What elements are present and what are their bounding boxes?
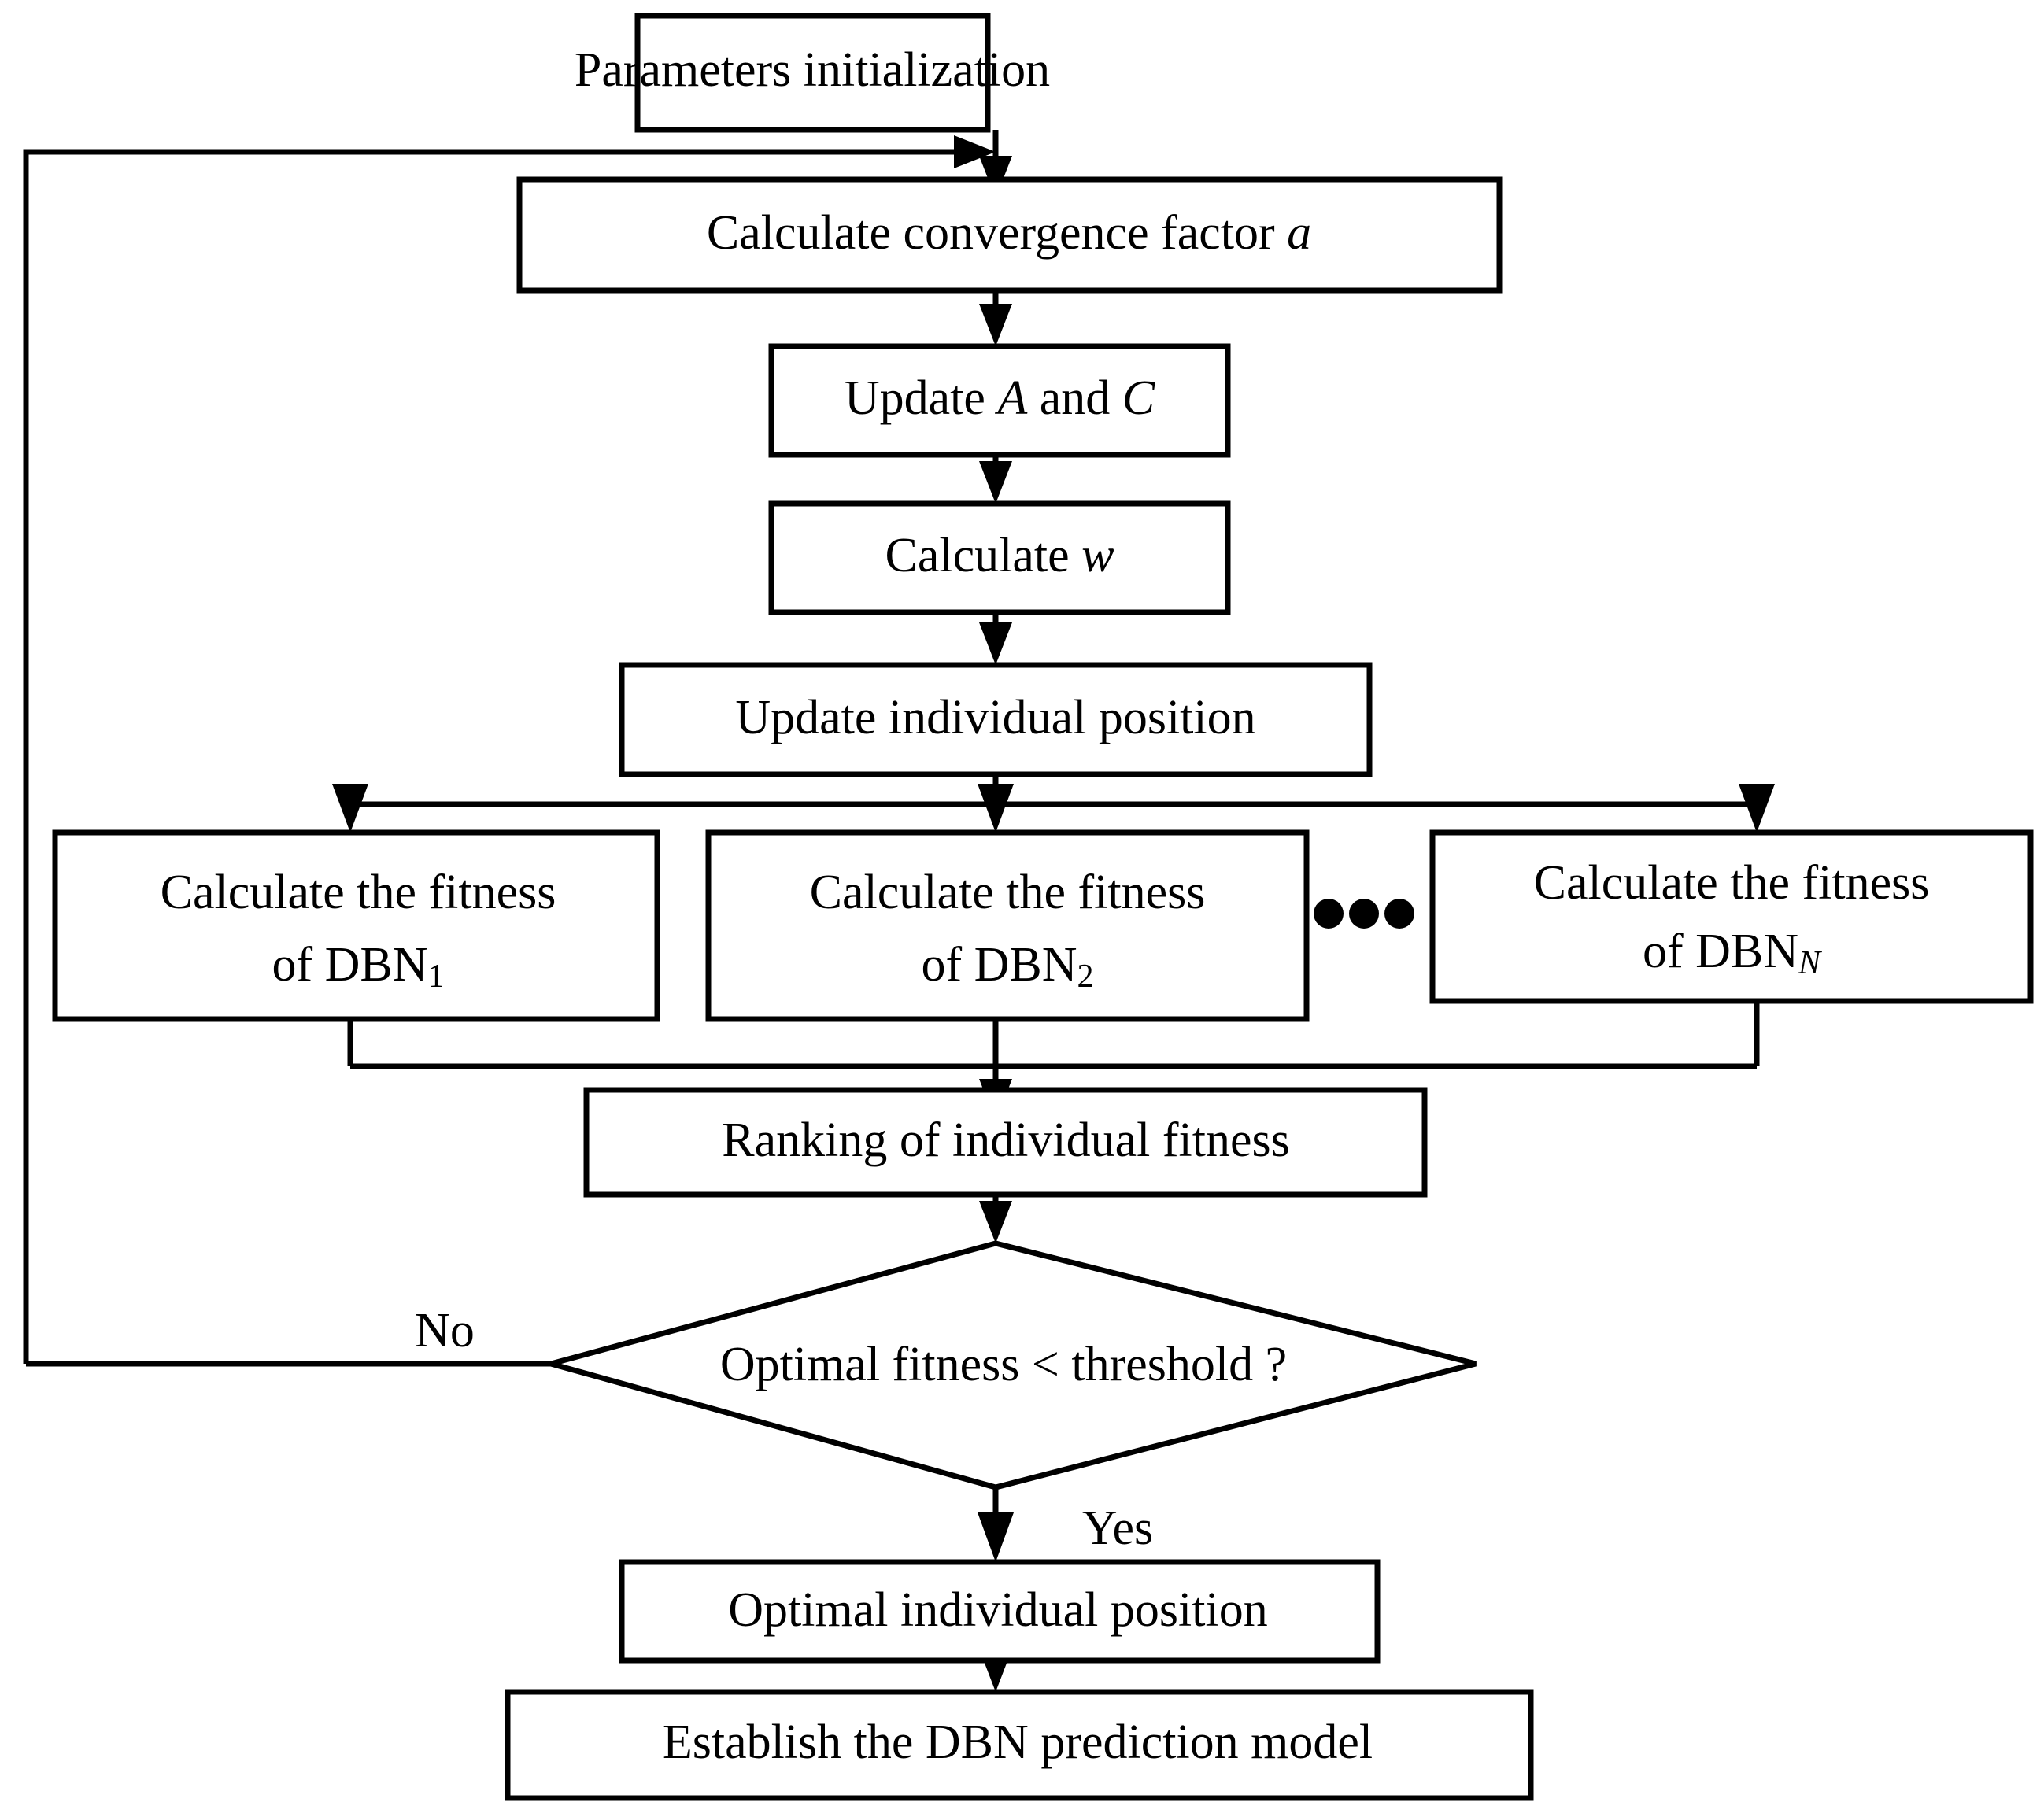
node-decision-optimal-fitness[interactable]: Optimal fitness < threshold ? xyxy=(540,1240,1477,1490)
node-fitness-dbn-2-box[interactable] xyxy=(705,829,1310,1022)
fitness-dbn-1-subscript: 1 xyxy=(428,958,445,995)
node-establish-dbn-prediction-model-box[interactable] xyxy=(505,1689,1534,1801)
ellipsis-icon xyxy=(1314,899,1414,929)
edge-calc-w-to-update-pos xyxy=(979,612,1012,665)
node-calculate-w-box[interactable] xyxy=(768,500,1231,615)
node-update-individual-position-label: Update individual position xyxy=(735,691,1255,744)
update-ac-mid: and xyxy=(1027,371,1122,425)
node-ranking-of-individual-fitness-box[interactable] xyxy=(583,1087,1428,1198)
node-decision-optimal-fitness-shape[interactable] xyxy=(540,1240,1477,1490)
node-optimal-individual-position-label: Optimal individual position xyxy=(728,1583,1267,1637)
node-optimal-individual-position[interactable]: Optimal individual position xyxy=(619,1559,1381,1664)
edge-ranking-to-decision xyxy=(979,1195,1012,1243)
node-ranking-of-individual-fitness[interactable]: Ranking of individual fitness xyxy=(583,1087,1428,1198)
edge-split-to-fitness-boxes xyxy=(332,774,1775,833)
node-parameters-initialization[interactable]: Parameters initialization xyxy=(575,13,1050,133)
node-update-a-and-c[interactable]: Update A and C xyxy=(768,343,1231,458)
node-fitness-dbn-2-line1: Calculate the fitness xyxy=(810,866,1206,919)
fitness-dbn-1-prefix: of DBN xyxy=(272,938,427,992)
node-calculate-convergence-factor[interactable]: Calculate convergence factor a xyxy=(516,176,1503,294)
node-fitness-dbn-n-box[interactable] xyxy=(1429,829,2034,1004)
node-fitness-dbn-n-line2: of DBNN xyxy=(1643,925,1822,981)
edge-label-yes: Yes xyxy=(1082,1501,1153,1555)
node-fitness-dbn-2-line2: of DBN2 xyxy=(921,938,1093,994)
calc-w-var: w xyxy=(1081,529,1114,582)
node-fitness-dbn-1[interactable]: Calculate the fitness of DBN1 xyxy=(52,829,660,1022)
node-fitness-dbn-2[interactable]: Calculate the fitness of DBN2 xyxy=(705,829,1310,1022)
fitness-dbn-2-prefix: of DBN xyxy=(921,938,1077,992)
node-optimal-individual-position-box[interactable] xyxy=(619,1559,1381,1664)
edge-decision-yes-to-optimal-pos xyxy=(978,1487,1014,1562)
node-parameters-initialization-label: Parameters initialization xyxy=(575,43,1050,97)
calc-w-prefix: Calculate xyxy=(885,529,1082,582)
node-fitness-dbn-n[interactable]: Calculate the fitness of DBNN xyxy=(1429,829,2034,1004)
node-fitness-dbn-1-box[interactable] xyxy=(52,829,660,1022)
node-fitness-dbn-n-line1: Calculate the fitness xyxy=(1534,856,1930,910)
node-update-individual-position-box[interactable] xyxy=(619,662,1373,777)
node-fitness-dbn-1-line2: of DBN1 xyxy=(272,938,444,994)
edge-update-ac-to-calc-w xyxy=(979,455,1012,504)
calc-conv-var: a xyxy=(1287,206,1311,260)
node-calculate-w-label: Calculate w xyxy=(885,529,1114,582)
node-calculate-convergence-factor-box[interactable] xyxy=(516,176,1503,294)
edge-feedback-loop xyxy=(23,135,996,1364)
fitness-dbn-n-subscript: N xyxy=(1798,945,1822,981)
calc-conv-prefix: Calculate convergence factor xyxy=(707,206,1287,260)
node-update-a-and-c-label: Update A and C xyxy=(845,371,1155,425)
update-ac-var-c: C xyxy=(1122,371,1155,425)
edge-calc-conv-to-update-ac xyxy=(979,290,1012,346)
node-establish-dbn-prediction-model[interactable]: Establish the DBN prediction model xyxy=(505,1689,1534,1801)
node-update-individual-position[interactable]: Update individual position xyxy=(619,662,1373,777)
node-calculate-convergence-factor-label: Calculate convergence factor a xyxy=(707,206,1311,260)
edge-label-no: No xyxy=(415,1304,475,1357)
node-ranking-of-individual-fitness-label: Ranking of individual fitness xyxy=(722,1114,1290,1167)
node-establish-dbn-prediction-model-label: Establish the DBN prediction model xyxy=(663,1716,1373,1769)
node-calculate-w[interactable]: Calculate w xyxy=(768,500,1231,615)
fitness-dbn-n-prefix: of DBN xyxy=(1643,925,1798,978)
update-ac-var-a: A xyxy=(994,371,1028,425)
node-parameters-initialization-box[interactable] xyxy=(634,13,991,133)
fitness-dbn-2-subscript: 2 xyxy=(1077,958,1094,995)
update-ac-prefix: Update xyxy=(845,371,998,425)
node-decision-optimal-fitness-label: Optimal fitness < threshold ? xyxy=(720,1338,1287,1391)
node-fitness-dbn-1-line1: Calculate the fitness xyxy=(161,866,556,919)
node-update-a-and-c-box[interactable] xyxy=(768,343,1231,458)
